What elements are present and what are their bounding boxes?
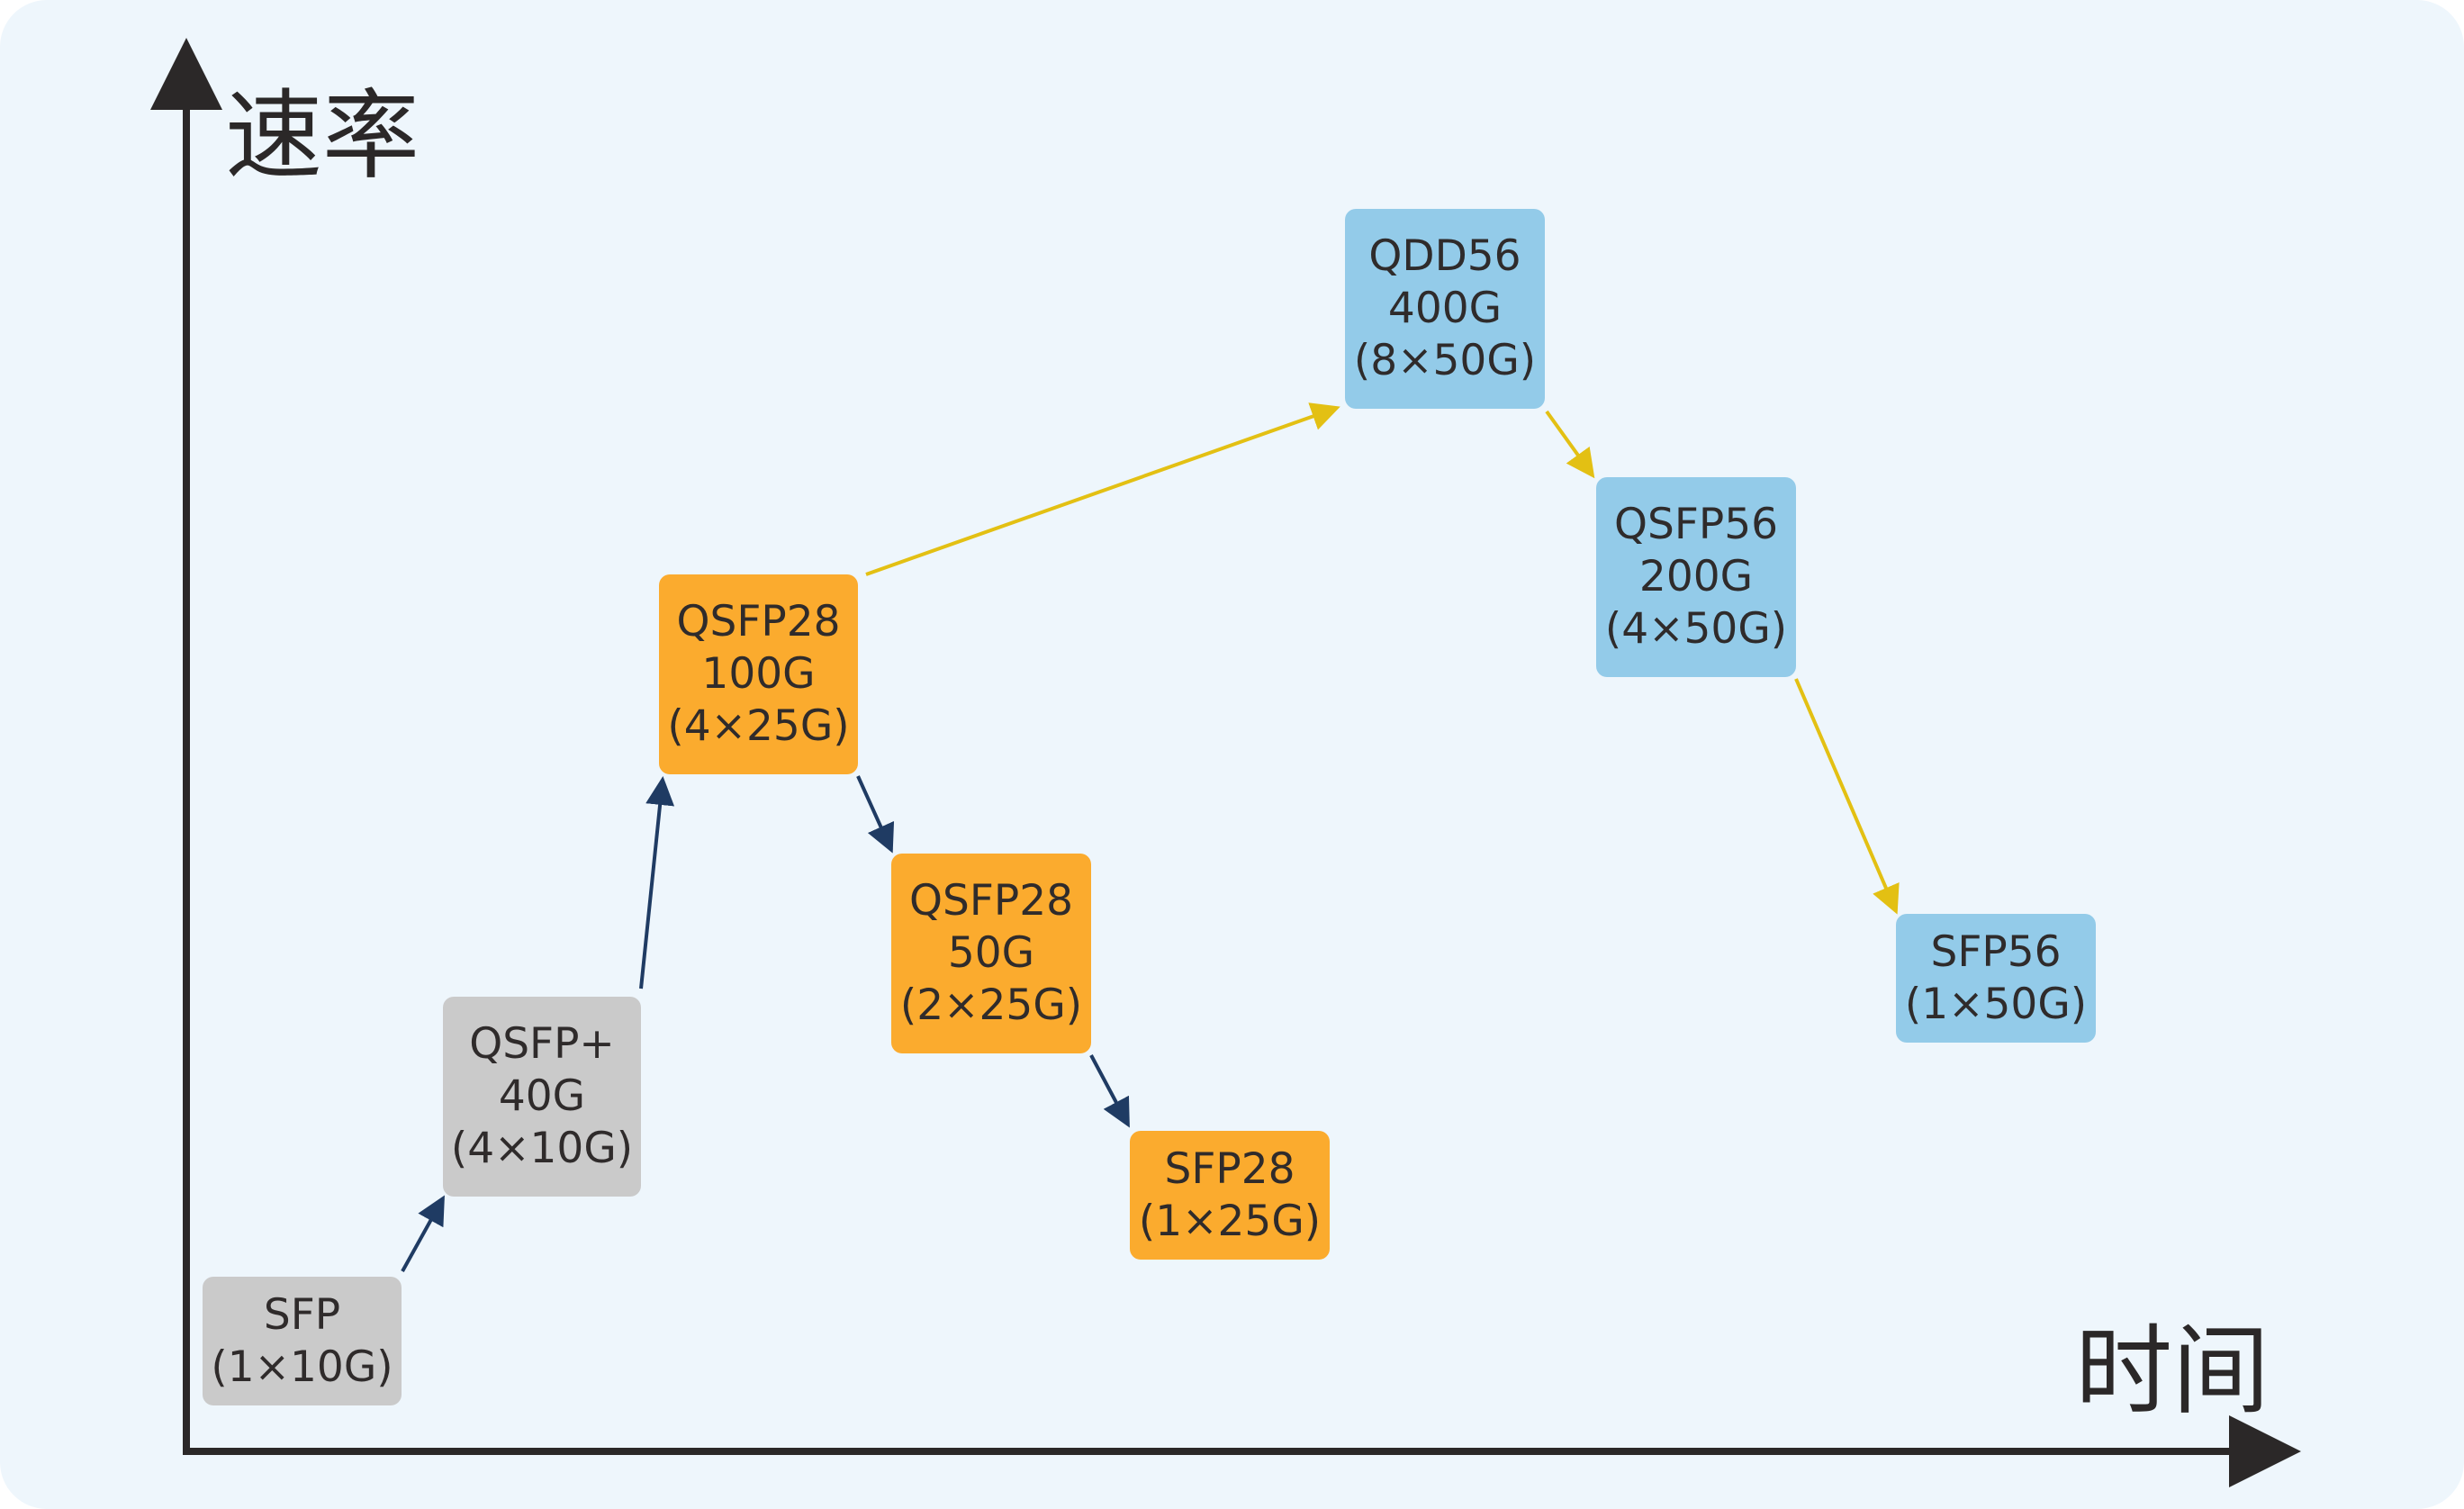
arrow-sfp-to-qsfp-plus — [401, 1195, 445, 1272]
node-sfp28-line-2: (1×25G) — [1138, 1196, 1322, 1246]
node-qsfp-plus: QSFP+ 40G (4×10G) — [443, 997, 641, 1197]
node-qsfp56-line-3: (4×50G) — [1604, 604, 1788, 654]
node-qsfp28-50g-line-2: 50G — [947, 928, 1035, 978]
node-qsfp-plus-line-3: (4×10G) — [450, 1124, 634, 1173]
node-qsfp28-100g: QSFP28 100G (4×25G) — [659, 574, 858, 774]
node-qdd56-line-1: QDD56 — [1368, 231, 1521, 281]
node-sfp28-line-1: SFP28 — [1164, 1143, 1295, 1194]
node-qsfp28-100g-line-2: 100G — [701, 649, 816, 699]
arrow-qsfp28-50g-to-sfp28 — [1089, 1054, 1130, 1128]
connector-arrows — [401, 402, 1900, 1272]
node-sfp: SFP (1×10G) — [203, 1277, 402, 1405]
node-qsfp56: QSFP56 200G (4×50G) — [1596, 477, 1796, 677]
node-sfp56: SFP56 (1×50G) — [1896, 914, 2096, 1043]
node-qdd56: QDD56 400G (8×50G) — [1345, 209, 1545, 409]
node-qsfp28-100g-line-1: QSFP28 — [676, 597, 841, 646]
node-sfp56-line-1: SFP56 — [1930, 926, 2062, 977]
node-sfp-line-2: (1×10G) — [211, 1342, 393, 1392]
node-qsfp-plus-line-2: 40G — [498, 1071, 586, 1121]
node-sfp56-line-2: (1×50G) — [1904, 979, 2088, 1029]
y-axis-label: 速率 — [225, 80, 420, 193]
node-qsfp28-50g-line-1: QSFP28 — [908, 876, 1073, 926]
node-sfp28: SFP28 (1×25G) — [1130, 1131, 1330, 1260]
arrow-qsfp56-to-sfp56 — [1794, 678, 1900, 915]
node-qsfp28-100g-line-3: (4×25G) — [667, 701, 850, 751]
arrow-qsfp28-100g-to-qdd56 — [865, 402, 1340, 576]
arrow-qdd56-to-qsfp56 — [1545, 410, 1595, 479]
node-qdd56-line-2: 400G — [1387, 284, 1503, 333]
node-sfp-line-1: SFP — [263, 1289, 341, 1340]
node-qsfp56-line-2: 200G — [1638, 552, 1754, 601]
node-qsfp28-50g-line-3: (2×25G) — [899, 980, 1083, 1030]
node-qdd56-line-3: (8×50G) — [1353, 336, 1537, 385]
node-qsfp56-line-1: QSFP56 — [1613, 500, 1778, 549]
node-qsfp28-50g: QSFP28 50G (2×25G) — [891, 854, 1091, 1053]
node-qsfp-plus-line-1: QSFP+ — [469, 1019, 615, 1069]
arrow-qsfp28-100g-to-qsfp28-50g — [856, 775, 895, 854]
arrow-qsfp-plus-to-qsfp28-100g — [639, 776, 675, 989]
x-axis-label: 时间 — [2075, 1315, 2270, 1428]
